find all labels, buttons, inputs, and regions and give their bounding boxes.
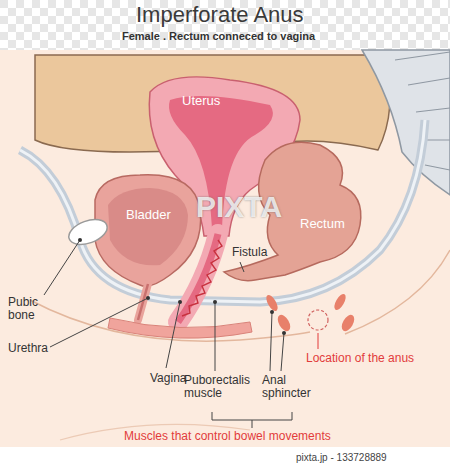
organ-label: Rectum [300, 217, 345, 232]
organ-label: Bladder [126, 208, 171, 223]
title: Imperforate Anus [136, 3, 304, 28]
part-label: Vagina [150, 372, 186, 385]
part-label: Fistula [232, 246, 267, 259]
part-label: Pubic bone [8, 296, 53, 323]
part-label: Anal sphincter [262, 374, 324, 401]
part-label: Puborectalis muscle [184, 374, 262, 401]
group-caption: Muscles that control bowel movements [124, 430, 331, 443]
note-label: Location of the anus [306, 352, 414, 365]
part-label: Urethra [8, 342, 48, 355]
subtitle: Female . Rectum conneced to vagina [122, 30, 315, 42]
watermark: pixta.jp - 133728889 [296, 452, 387, 463]
watermark: PIXTA [196, 190, 282, 224]
organ-label: Uterus [182, 94, 220, 109]
